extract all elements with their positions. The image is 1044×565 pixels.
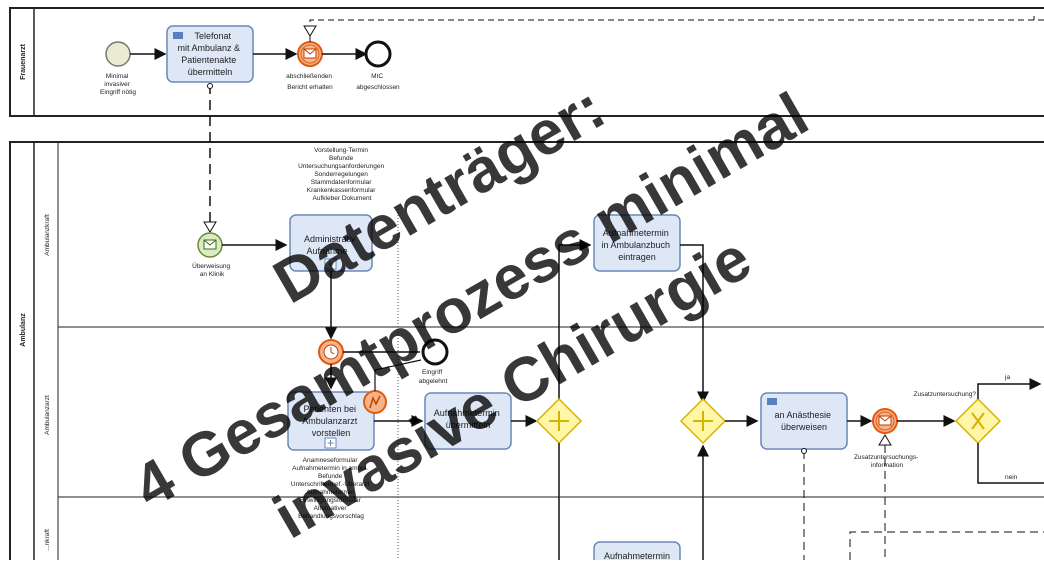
task-anaesthesie-ueberweisen[interactable]: an Anästhesie überweisen — [760, 392, 848, 450]
svg-text:Aufnahmetermin übermitte: Aufnahmetermin übermitteln — [434, 408, 503, 430]
user-task-icon — [173, 32, 183, 39]
event-ueberweisung-label: Überweisung an Klinik — [192, 262, 232, 278]
svg-text:an Anästhesie überweisen: an Anästhesie überweisen — [774, 410, 833, 432]
task-aufnahmetermin-uebermitteln[interactable]: Aufnahmetermin übermitteln — [424, 392, 512, 450]
lane-label-ambulanzkraft: Ambulanzkraft — [44, 214, 51, 256]
end-event-abgelehnt — [421, 338, 449, 366]
event-zusatz-label: Zusatzuntersuchungs- information — [854, 454, 920, 469]
timer-event — [318, 339, 344, 365]
pool-label-frauenarzt: Frauenarzt — [20, 43, 27, 79]
pool-label-ambulanz: Ambulanz — [20, 313, 27, 347]
event-bericht-label: abschließenden Bericht erhalten — [286, 73, 334, 91]
eingriff-abgelehnt-label: Eingriff abgelehnt — [419, 369, 448, 385]
data-list-2: Anamneseformular Aufnahmetermin in ambul… — [291, 457, 371, 520]
flow-ja-label: ja — [1004, 374, 1010, 381]
svg-text:Telefonat mit Ambulanz &: Telefonat mit Ambulanz & Patientenakte ü… — [177, 31, 242, 77]
parallel-gateway-split — [535, 397, 583, 445]
svg-text:Administrativ Aufnahme: Administrativ Aufnahme — [304, 234, 358, 256]
svg-text:Aufnahmetermin in Ambula: Aufnahmetermin in Ambulanzbuch eintragen — [601, 228, 672, 262]
task-bottom-aufnahmetermin[interactable]: Aufnahmetermin — [593, 541, 681, 565]
end-event-mic — [364, 40, 392, 68]
task-telefonat[interactable]: Telefonat mit Ambulanz & Patientenakte ü… — [166, 25, 254, 83]
svg-text:Patienten bei Ambulanzar: Patienten bei Ambulanzarzt vorstellen — [302, 404, 360, 438]
end-mic-label: MIC abgeschlossen — [356, 73, 400, 91]
task-aufnahmetermin-ambulanzbuch[interactable]: Aufnahmetermin in Ambulanzbuch eintragen — [593, 214, 681, 272]
start-event-label: Minimal invasiver Eingriff nötig — [100, 73, 136, 96]
pool-frauenarzt: Frauenarzt — [9, 7, 1044, 117]
lane-label-3: ...nkraft — [44, 529, 51, 551]
task-administrative-aufnahme[interactable]: Administrativ Aufnahme — [289, 214, 373, 272]
parallel-gateway-join — [679, 397, 727, 445]
svg-text:Aufnahmetermin: Aufnahmetermin — [604, 551, 670, 560]
start-message-event-ueberweisung — [197, 232, 223, 258]
user-task-icon — [767, 398, 777, 405]
lane-label-ambulanzarzt: Ambulanzarzt — [44, 395, 51, 435]
data-list-1: Vorstellung-Termin Befunde Untersuchungs… — [298, 147, 386, 202]
intermediate-message-event-bericht — [297, 41, 323, 67]
flow-nein-label: nein — [1005, 474, 1018, 481]
gateway-question: Zusatzuntersuchung? — [913, 391, 976, 398]
intermediate-message-event-zusatz — [872, 408, 898, 434]
pool-ambulanz: Ambulanz Ambulanzkraft Ambulanzarzt ...n… — [9, 141, 1044, 565]
start-event — [105, 41, 131, 67]
